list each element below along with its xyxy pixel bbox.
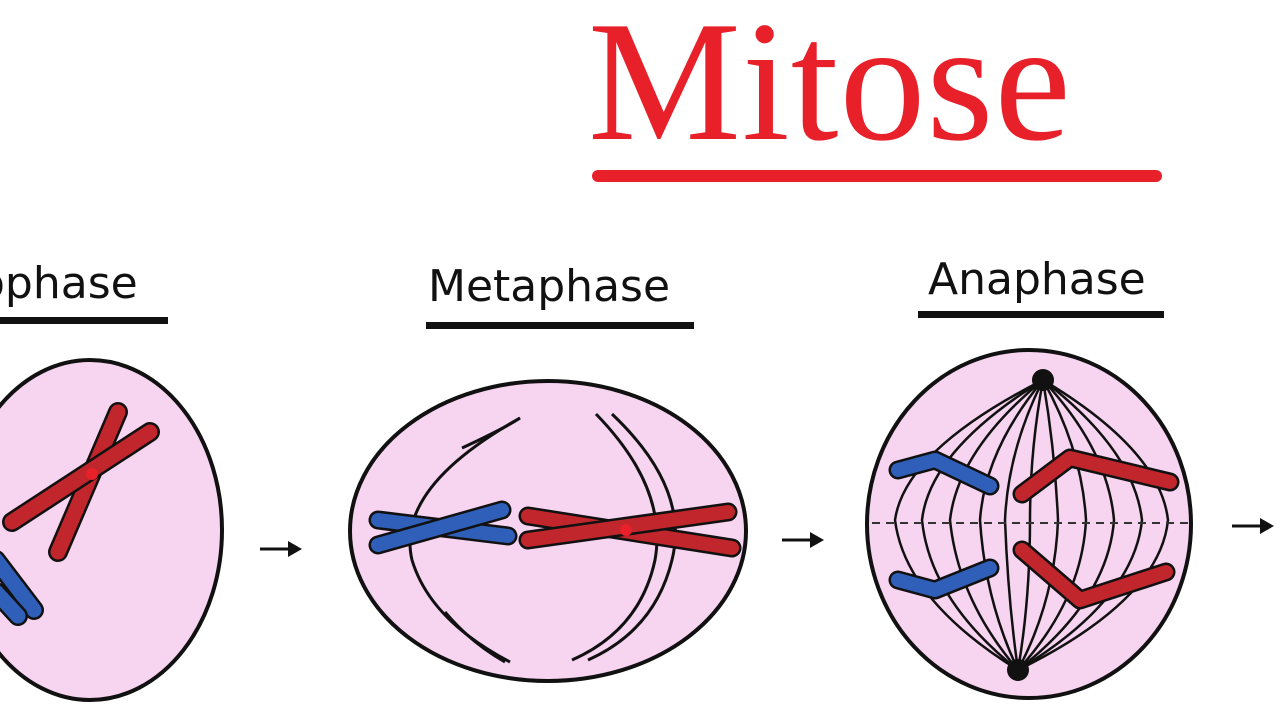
prophase-cell bbox=[0, 358, 224, 702]
anaphase-label: Anaphase bbox=[928, 254, 1146, 305]
prophase-label-underline bbox=[0, 317, 168, 324]
metaphase-red-chromosome bbox=[518, 502, 742, 558]
metaphase-spindle-fibers bbox=[408, 412, 677, 664]
metaphase-label: Metaphase bbox=[428, 261, 671, 312]
prophase-centromere bbox=[86, 468, 98, 480]
diagram-title: Mitose bbox=[588, 0, 1072, 177]
arrow-right-icon bbox=[1232, 518, 1274, 534]
prophase-label: ophase bbox=[0, 258, 138, 309]
metaphase-label-underline bbox=[426, 322, 694, 329]
prophase-red-chromosome bbox=[2, 402, 160, 562]
prophase-cell-membrane bbox=[0, 358, 224, 702]
anaphase-spindle-fibers bbox=[893, 378, 1170, 672]
anaphase-blue-chromatids bbox=[888, 450, 1000, 600]
anaphase-bottom-centrosome bbox=[1007, 659, 1029, 681]
metaphase-cell bbox=[348, 379, 748, 683]
anaphase-cell bbox=[865, 348, 1193, 700]
prophase-blue-chromosome bbox=[0, 550, 44, 626]
title-underline bbox=[592, 170, 1162, 182]
metaphase-blue-chromosome bbox=[368, 500, 518, 555]
anaphase-red-chromatids bbox=[1012, 448, 1180, 610]
anaphase-label-underline bbox=[918, 311, 1164, 318]
arrow-right-icon bbox=[260, 541, 302, 557]
arrow-right-icon bbox=[782, 532, 824, 548]
anaphase-top-centrosome bbox=[1032, 369, 1054, 391]
metaphase-centromere bbox=[620, 524, 632, 536]
